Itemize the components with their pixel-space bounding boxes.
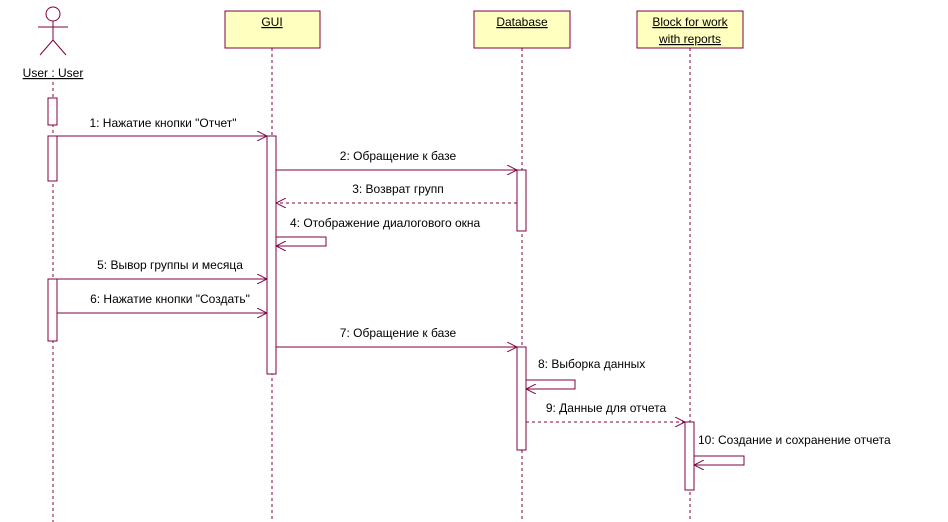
message-8-arrow[interactable]: [526, 379, 576, 389]
object-gui-label: GUI: [261, 15, 282, 29]
activation-user-1: [47, 97, 58, 126]
activation-user-3: [47, 278, 58, 342]
activation-user-2: [47, 135, 58, 182]
object-gui[interactable]: GUI: [224, 10, 321, 49]
message-10-label: 10: Создание и сохранение отчета: [698, 433, 891, 447]
activation-reports: [684, 421, 695, 491]
message-4-label: 4: Отображение диалогового окна: [290, 216, 481, 230]
message-9-label: 9: Данные для отчета: [546, 401, 667, 415]
object-reports[interactable]: Block for work with reports: [636, 10, 744, 49]
message-1-label: 1: Нажатие кнопки "Отчет": [89, 116, 236, 130]
activation-gui: [266, 135, 277, 375]
message-7-label: 7: Обращение к базе: [340, 326, 457, 340]
actor-icon[interactable]: [38, 6, 68, 56]
object-reports-label-line1: Block for work: [652, 15, 728, 29]
object-database-label: Database: [496, 15, 548, 29]
message-2-label: 2: Обращение к базе: [340, 149, 457, 163]
message-8-label: 8: Выборка данных: [538, 357, 645, 371]
message-10-arrow[interactable]: [694, 455, 745, 465]
message-6-label: 6: Нажатие кнопки "Создать": [90, 292, 250, 306]
activation-database-2: [516, 346, 527, 451]
object-database[interactable]: Database: [473, 10, 571, 49]
message-4-arrow[interactable]: [276, 236, 327, 246]
activation-database-1: [516, 169, 527, 232]
message-3-label: 3: Возврат групп: [352, 182, 444, 196]
actor-label: User : User: [23, 66, 84, 80]
object-reports-label-line2: with reports: [658, 32, 721, 46]
message-5-label: 5: Вывор группы и месяца: [97, 258, 243, 272]
